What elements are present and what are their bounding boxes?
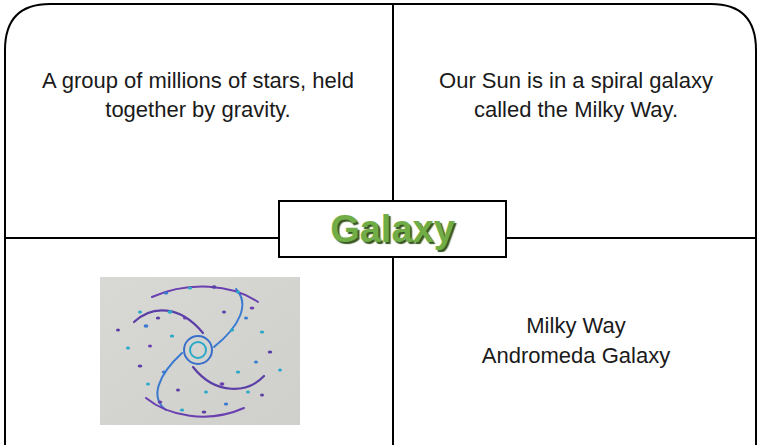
example-text: Milky Way (426, 311, 726, 340)
fact-text: Our Sun is in a spiral galaxy called the… (411, 66, 741, 124)
term-title: Galaxy (330, 207, 455, 251)
spiral-arms (134, 287, 264, 417)
example-text: Andromeda Galaxy (426, 341, 726, 370)
card-outline (5, 4, 756, 445)
divider-line (507, 237, 756, 239)
divider-line (5, 237, 278, 239)
star-dots (116, 285, 282, 413)
galaxy-drawing (100, 277, 300, 425)
definition-text: A group of millions of stars, held toget… (38, 66, 358, 124)
divider-line (392, 258, 394, 445)
term-box: Galaxy (278, 200, 507, 258)
paper-photo (100, 277, 300, 425)
divider-line (392, 4, 394, 200)
